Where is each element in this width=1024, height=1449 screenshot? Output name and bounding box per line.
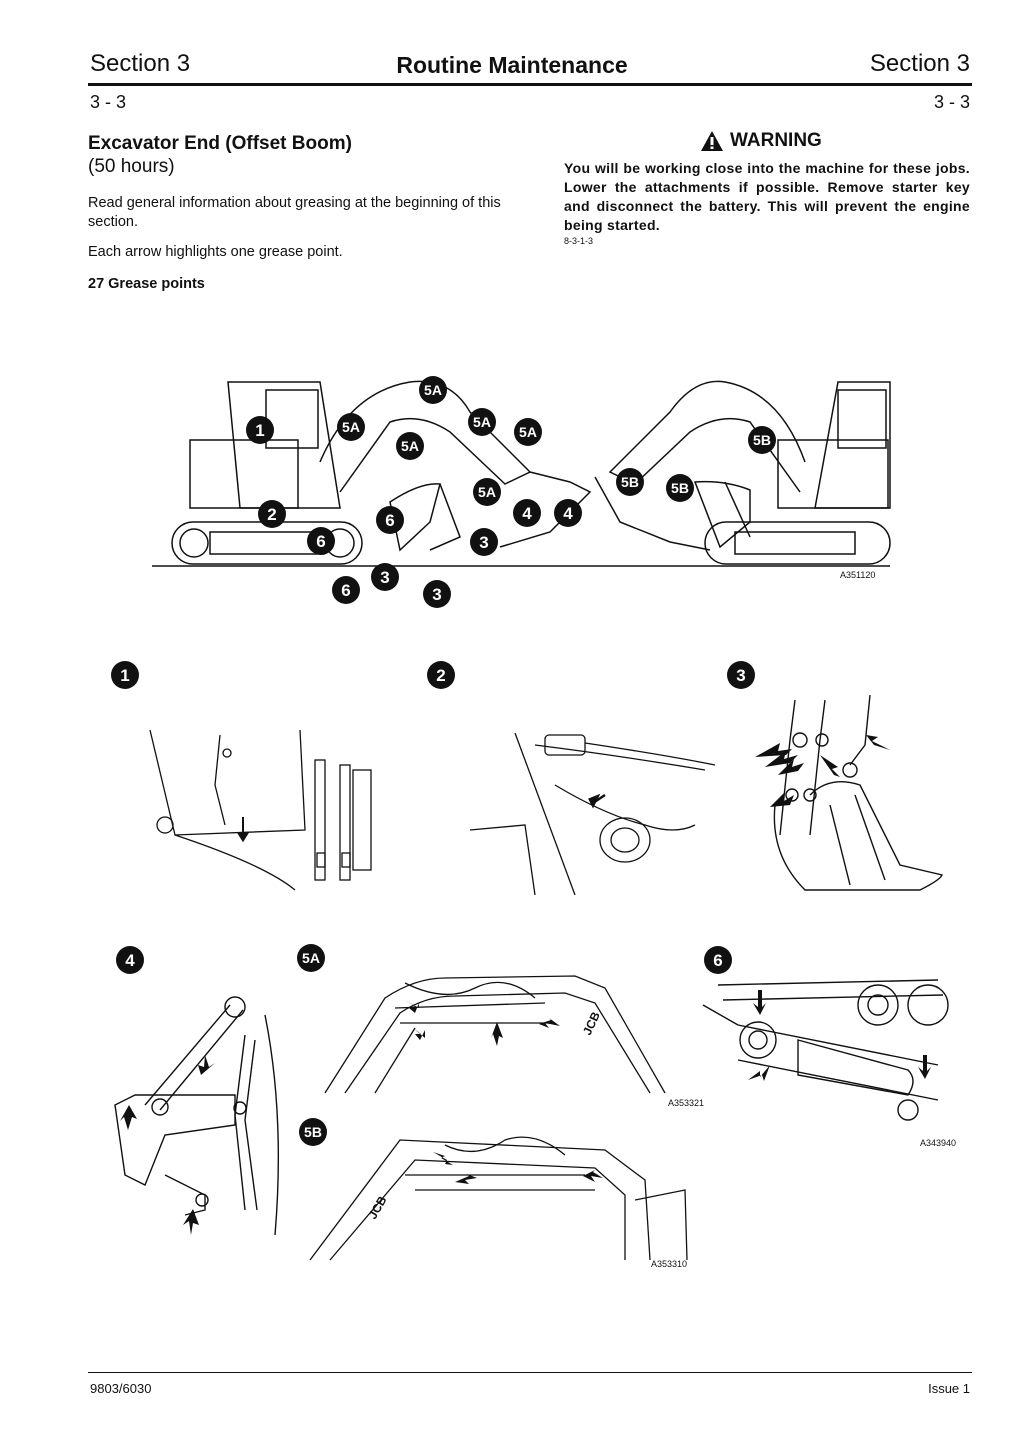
detail-1-drawing <box>149 729 372 891</box>
warning-reference: 8-3-1-3 <box>564 236 594 246</box>
callout-4-right: 4 <box>554 499 582 527</box>
detail-6-badge: 6 <box>704 946 732 974</box>
overview-callouts: 5A 1 5A 5A 5A 5A 5A 5B 5B 5B 2 6 4 4 6 3… <box>246 376 776 608</box>
section-label-right: Section 3 <box>869 50 970 77</box>
svg-text:5A: 5A <box>424 382 442 398</box>
svg-text:6: 6 <box>385 511 394 530</box>
callout-5a-low: 5A <box>396 432 424 460</box>
callout-6-left: 6 <box>307 527 335 555</box>
page-number-right: 3 - 3 <box>933 92 970 112</box>
svg-text:5A: 5A <box>401 438 419 454</box>
svg-text:3: 3 <box>380 568 389 587</box>
detail-4-badge: 4 <box>116 946 144 974</box>
callout-5a-top: 5A <box>419 376 447 404</box>
detail-3-drawing <box>755 695 943 891</box>
callout-5a-mid: 5A <box>468 408 496 436</box>
callout-3-lower: 3 <box>423 580 451 608</box>
svg-text:5B: 5B <box>671 480 689 496</box>
grease-point-count: 27 Grease points <box>88 276 205 292</box>
section-heading: Excavator End (Offset Boom) <box>88 133 352 154</box>
callout-3-mid: 3 <box>371 563 399 591</box>
svg-text:5A: 5A <box>519 424 537 440</box>
svg-text:6: 6 <box>713 951 722 970</box>
section-label-left: Section 3 <box>90 50 191 77</box>
callout-6-lower: 6 <box>332 576 360 604</box>
detail-6-drawing <box>702 979 949 1121</box>
svg-text:3: 3 <box>736 666 745 685</box>
detail-5b-figure-ref: A353310 <box>651 1259 688 1269</box>
detail-4-drawing <box>114 996 280 1236</box>
page-title: Routine Maintenance <box>396 52 628 78</box>
detail-5b-drawing: JCB <box>309 1136 688 1261</box>
overview-figure-ref: A351120 <box>840 570 876 580</box>
callout-2: 2 <box>258 500 286 528</box>
document-number: 9803/6030 <box>90 1381 152 1396</box>
header-rule <box>88 83 972 86</box>
svg-text:3: 3 <box>479 533 488 552</box>
detail-5b-badge: 5B <box>299 1118 327 1146</box>
svg-text:JCB: JCB <box>365 1193 389 1221</box>
warning-text: You will be working close into the machi… <box>564 160 970 233</box>
svg-text:1: 1 <box>120 666 129 685</box>
callout-6-upper: 6 <box>376 506 404 534</box>
detail-5a-badge: 5A <box>297 944 325 972</box>
detail-3-arrows <box>755 735 890 807</box>
warning-triangle-icon <box>701 131 723 151</box>
svg-text:4: 4 <box>522 504 532 523</box>
callout-4-left: 4 <box>513 499 541 527</box>
interval-subheading: (50 hours) <box>88 156 175 177</box>
svg-text:5B: 5B <box>621 474 639 490</box>
svg-text:JCB: JCB <box>580 1009 603 1037</box>
svg-text:4: 4 <box>125 951 135 970</box>
page-number-left: 3 - 3 <box>90 92 127 112</box>
svg-text:5A: 5A <box>473 414 491 430</box>
detail-5a-figure-ref: A353321 <box>668 1098 705 1108</box>
svg-text:4: 4 <box>563 504 573 523</box>
svg-text:3: 3 <box>432 585 441 604</box>
svg-text:6: 6 <box>341 581 350 600</box>
callout-5a-right: 5A <box>514 418 542 446</box>
callout-1: 1 <box>246 416 274 444</box>
warning-title: WARNING <box>730 130 822 151</box>
svg-text:5A: 5A <box>342 419 360 435</box>
detail-2-badge: 2 <box>427 661 455 689</box>
svg-text:2: 2 <box>267 505 276 524</box>
svg-text:6: 6 <box>316 532 325 551</box>
callout-5b-mid: 5B <box>666 474 694 502</box>
arrow-note: Each arrow highlights one grease point. <box>88 244 343 260</box>
callout-3-upper: 3 <box>470 528 498 556</box>
detail-6-figure-ref: A343940 <box>920 1138 957 1148</box>
footer-rule <box>88 1372 972 1373</box>
svg-text:5A: 5A <box>478 484 496 500</box>
svg-text:1: 1 <box>255 421 264 440</box>
warning-heading: WARNING <box>700 130 822 152</box>
callout-5a-bottom: 5A <box>473 478 501 506</box>
callout-5a-left: 5A <box>337 413 365 441</box>
detail-5a-drawing: JCB <box>324 975 666 1094</box>
callout-5b-left: 5B <box>616 468 644 496</box>
issue-label: Issue 1 <box>928 1381 970 1396</box>
intro-paragraph: Read general information about greasing … <box>88 195 501 230</box>
svg-text:5A: 5A <box>302 950 320 966</box>
callout-5b-right: 5B <box>748 426 776 454</box>
detail-1-badge: 1 <box>111 661 139 689</box>
svg-text:5B: 5B <box>304 1124 322 1140</box>
detail-2-drawing <box>469 732 716 895</box>
svg-text:5B: 5B <box>753 432 771 448</box>
detail-3-badge: 3 <box>727 661 755 689</box>
svg-text:2: 2 <box>436 666 445 685</box>
